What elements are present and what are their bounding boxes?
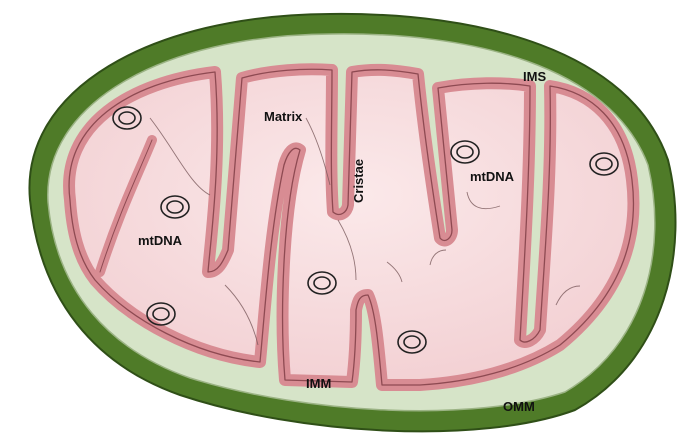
- label-omm: OMM: [503, 399, 535, 414]
- label-matrix: Matrix: [264, 109, 303, 124]
- label-ims: IMS: [523, 69, 546, 84]
- label-imm: IMM: [306, 376, 331, 391]
- label-mtdna-right: mtDNA: [470, 169, 515, 184]
- label-mtdna-left: mtDNA: [138, 233, 183, 248]
- label-cristae: Cristae: [351, 159, 366, 203]
